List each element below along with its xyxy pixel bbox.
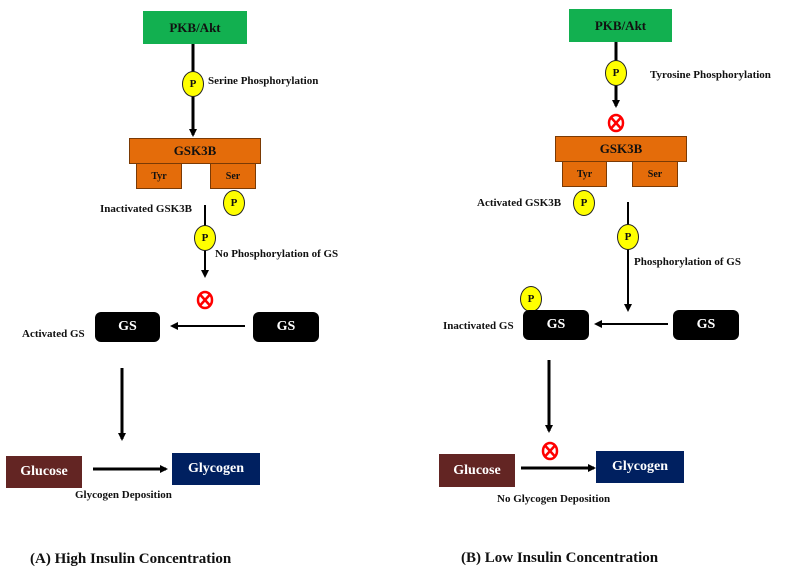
ser-site-b: Ser <box>632 161 678 187</box>
tyr-site-b: Tyr <box>562 161 607 187</box>
inhibition-icon <box>607 113 625 133</box>
pkb-akt-label: PKB/Akt <box>169 19 221 35</box>
phosphate-icon: P <box>520 286 542 312</box>
pkb-akt-node-b: PKB/Akt <box>569 9 672 42</box>
gsk3b-node-b: GSK3B <box>555 136 687 162</box>
gsk3b-state-label: Inactivated GSK3B <box>100 203 192 215</box>
panel-a-caption: (A) High Insulin Concentration <box>30 551 232 567</box>
panel-b-caption: (B) Low Insulin Concentration <box>461 550 659 566</box>
serine-phosphorylation-label: Serine Phosphorylation <box>208 75 319 87</box>
inhibition-icon <box>196 290 214 310</box>
pkb-akt-node-a: PKB/Akt <box>143 11 247 44</box>
gsk3b-state-label: Activated GSK3B <box>477 197 562 209</box>
deposition-label: Glycogen Deposition <box>75 489 172 501</box>
phosphate-icon: P <box>617 224 639 250</box>
glycogen-node-b: Glycogen <box>596 451 684 483</box>
gs-source-node-b: GS <box>673 310 739 340</box>
phosphate-icon: P <box>194 225 216 251</box>
gs-target-node-a: GS <box>95 312 160 342</box>
gs-state-label: Inactivated GS <box>443 320 514 332</box>
deposition-label: No Glycogen Deposition <box>497 493 611 505</box>
glycogen-node-a: Glycogen <box>172 453 260 485</box>
phosphate-icon: P <box>605 60 627 86</box>
gs-phosphorylation-label: Phosphorylation of GS <box>634 256 741 268</box>
gsk3b-node-a: GSK3B <box>129 138 261 164</box>
glucose-node-a: Glucose <box>6 456 82 488</box>
phosphate-icon: P <box>223 190 245 216</box>
phosphate-icon: P <box>182 71 204 97</box>
ser-site-a: Ser <box>210 163 256 189</box>
tyrosine-phosphorylation-label: Tyrosine Phosphorylation <box>650 69 771 81</box>
phosphate-icon: P <box>573 190 595 216</box>
gs-phosphorylation-label: No Phosphorylation of GS <box>215 248 339 260</box>
gs-target-node-b: GS <box>523 310 589 340</box>
inhibition-icon <box>541 441 559 461</box>
gs-source-node-a: GS <box>253 312 319 342</box>
tyr-site-a: Tyr <box>136 163 182 189</box>
gs-state-label: Activated GS <box>22 328 85 340</box>
glucose-node-b: Glucose <box>439 454 515 487</box>
